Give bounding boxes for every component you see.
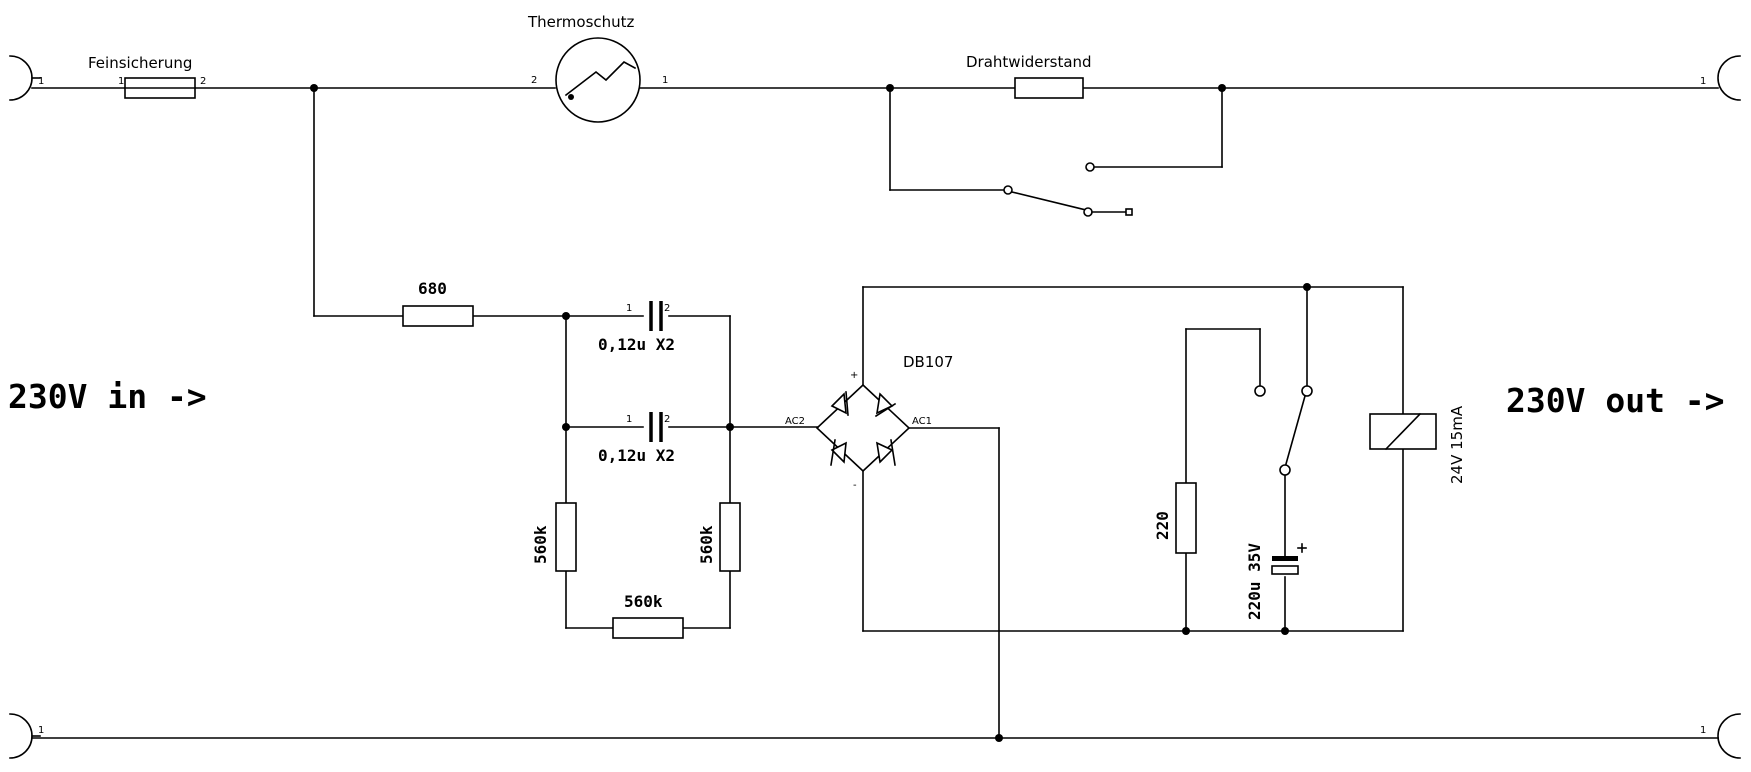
- resistor-560k-bottom: [612, 617, 684, 639]
- fuse-pin-2: 2: [200, 76, 206, 87]
- fuse-pin-1: 1: [118, 76, 124, 87]
- top-wiring: [31, 87, 1719, 317]
- resistor-220: [1175, 482, 1197, 554]
- thermal-fuse: [555, 37, 641, 123]
- in-bottom-pin: 1: [38, 725, 44, 736]
- resistor-560k-right-label: 560k: [697, 525, 716, 564]
- bridge-rectifier: [815, 383, 911, 473]
- resistor-560k-bottom-label: 560k: [624, 592, 663, 611]
- connector-in-bottom: [9, 713, 41, 759]
- output-label: 230V out ->: [1506, 381, 1725, 420]
- connector-out-bottom: [1717, 713, 1741, 759]
- resistor-560k-left: [555, 502, 577, 572]
- connector-in-top: [9, 55, 41, 101]
- dc-wiring: [862, 286, 1404, 739]
- relay-switch: [1254, 385, 1313, 476]
- capacitor-1-label: 0,12u X2: [598, 335, 675, 354]
- resistor-560k-right: [719, 502, 741, 572]
- wire-resistor-label: Drahtwiderstand: [966, 53, 1092, 71]
- relay-coil: [1369, 412, 1437, 451]
- thermal-pin-2: 2: [531, 75, 537, 86]
- fuse: [124, 77, 196, 99]
- electrolytic-capacitor: [1271, 543, 1307, 575]
- bridge-pin-ac2: AC2: [785, 416, 805, 427]
- bridge-pin-ac1: AC1: [912, 416, 932, 427]
- resistor-680: [402, 305, 474, 327]
- capacitor-1-pin-2: 2: [664, 303, 670, 314]
- out-top-pin: 1: [1700, 76, 1706, 87]
- bridge-label: DB107: [903, 353, 953, 371]
- bridge-pin-plus: +: [850, 370, 858, 381]
- capacitor-2-pin-1: 1: [626, 414, 632, 425]
- junctions: [310, 84, 1311, 742]
- out-bottom-pin: 1: [1700, 725, 1706, 736]
- fuse-label: Feinsicherung: [88, 54, 192, 72]
- resistor-560k-left-label: 560k: [531, 525, 550, 564]
- input-label: 230V in ->: [8, 377, 207, 416]
- thermal-pin-1: 1: [662, 75, 668, 86]
- bypass-switch: [1003, 162, 1133, 217]
- capacitor-1: [649, 301, 663, 331]
- wire-resistor: [1014, 77, 1084, 99]
- in-top-pin: 1: [38, 76, 44, 87]
- dropper-wiring: [472, 315, 819, 629]
- capacitor-2: [649, 412, 663, 442]
- relay-coil-label: 24V 15mA: [1448, 405, 1466, 484]
- bridge-pin-minus: -: [853, 480, 857, 491]
- thermal-fuse-label: Thermoschutz: [527, 13, 635, 31]
- connector-out-top: [1717, 55, 1741, 101]
- electrolytic-capacitor-label: 220u 35V: [1245, 543, 1264, 620]
- resistor-220-label: 220: [1153, 511, 1172, 540]
- capacitor-1-pin-1: 1: [626, 303, 632, 314]
- resistor-680-label: 680: [418, 279, 447, 298]
- capacitor-2-label: 0,12u X2: [598, 446, 675, 465]
- capacitor-2-pin-2: 2: [664, 414, 670, 425]
